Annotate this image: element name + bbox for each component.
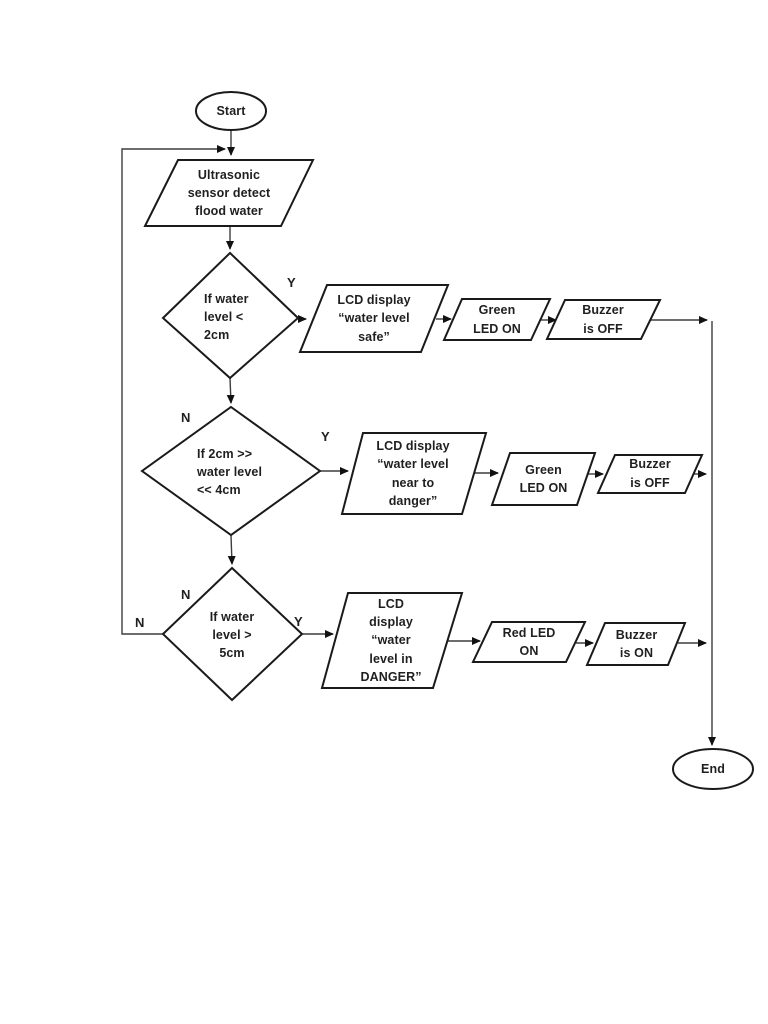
decision3-no-label: N (135, 615, 145, 630)
buzzer2-parallelogram-shape (596, 454, 704, 494)
lcd2-label: LCD display “water level near to danger” (376, 439, 450, 508)
end-terminator-shape (672, 748, 754, 790)
sensor-label: Ultrasonic sensor detect flood water (187, 167, 271, 219)
buzzer3-parallelogram-shape (585, 622, 687, 666)
red3-parallelogram-shape (471, 621, 587, 663)
connectors (121, 130, 716, 746)
decision3-label: If water level > 5cm (209, 609, 255, 661)
node-shapes (140, 91, 754, 790)
decision1-diamond-shape (161, 251, 300, 380)
red3-label: Red LED ON (502, 625, 556, 658)
buzzer2-label: Buzzer is OFF (629, 457, 671, 490)
connector-decision2-no (227, 534, 236, 565)
buzzer3-label: Buzzer is ON (615, 627, 658, 660)
decision3-yes-label: Y (294, 614, 303, 629)
decision2-diamond-shape (140, 405, 322, 537)
buzzer1-parallelogram-shape (545, 299, 662, 340)
lcd1-label: LCD display “water level safe” (337, 293, 411, 344)
decision1-yes-label: Y (287, 275, 296, 290)
decision2-label: If 2cm >> water level << 4cm (197, 446, 263, 498)
start-label: Start (216, 103, 246, 118)
lcd1-parallelogram-shape (298, 284, 450, 353)
green2-parallelogram-shape (490, 452, 597, 506)
start-terminator-shape (195, 91, 267, 131)
lcd3-parallelogram-shape (320, 592, 464, 689)
green1-label: Green LED ON (473, 303, 521, 336)
connector-loop-back (121, 145, 226, 635)
lcd3-label: LCD display “water level in DANGER” (360, 597, 422, 684)
connector-decision1-no (226, 377, 235, 404)
decision1-no-label: N (181, 410, 191, 425)
decision2-no-label: N (181, 587, 191, 602)
decision3-diamond-shape (161, 566, 304, 702)
lcd2-parallelogram-shape (340, 432, 488, 515)
sensor-parallelogram-shape (143, 159, 315, 227)
green1-parallelogram-shape (442, 298, 552, 341)
decision2-yes-label: Y (321, 429, 330, 444)
end-label: End (701, 761, 725, 776)
buzzer1-label: Buzzer is OFF (582, 303, 624, 336)
decision1-label: If water level < 2cm (204, 291, 249, 343)
green2-label: Green LED ON (519, 462, 568, 495)
